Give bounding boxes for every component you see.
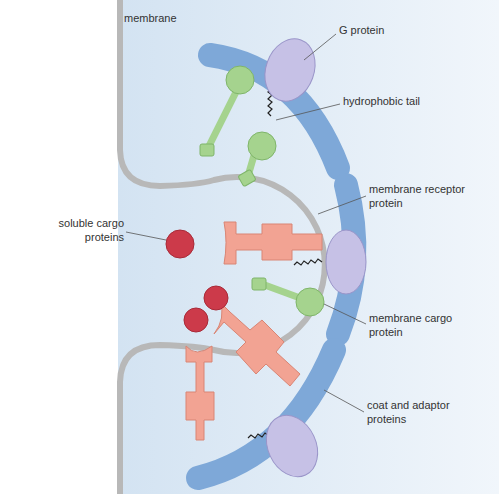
hydrophobic-tails <box>248 88 322 438</box>
part-label: membrane cargo protein <box>369 311 461 339</box>
part-label: G protein <box>339 23 384 37</box>
cytosol-background <box>118 0 499 494</box>
membrane-cargo-proteins <box>200 66 324 316</box>
part-label: coat and adaptor proteins <box>367 398 463 426</box>
part-label: membrane receptor protein <box>369 182 469 210</box>
receptor-proteins <box>186 222 322 440</box>
soluble-cargo-proteins <box>166 230 228 332</box>
part-label: soluble cargo proteins <box>42 216 124 244</box>
part-label: hydrophobic tail <box>343 94 420 108</box>
leader-lines <box>126 34 366 412</box>
part-label: membrane <box>124 11 177 25</box>
